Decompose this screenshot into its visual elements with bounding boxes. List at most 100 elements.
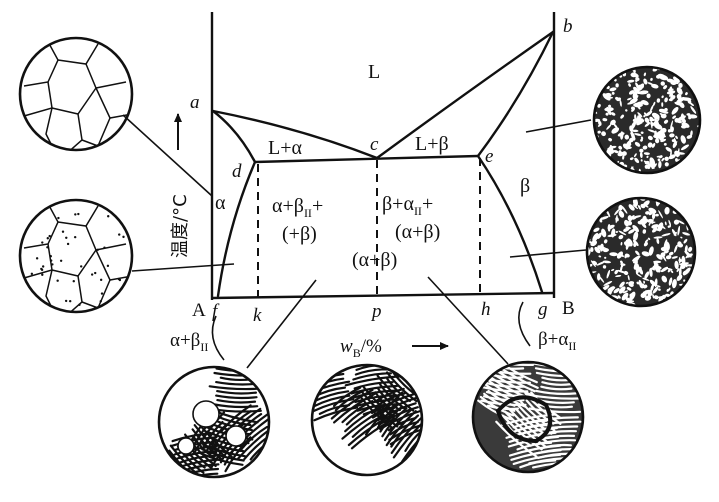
lamella (215, 394, 258, 400)
lamella (216, 390, 257, 395)
speckle-spot (603, 239, 608, 244)
region-hypereutectic-line2: (α+β) (395, 221, 440, 243)
speckle-spot (623, 164, 628, 168)
speckle-spot (657, 158, 661, 162)
speckle-spot (596, 261, 606, 266)
speckle-spot (590, 247, 594, 253)
bracket-right (518, 301, 531, 347)
speckle-spot (673, 76, 680, 83)
speckle-spot (620, 263, 623, 267)
precipitate-dot (118, 233, 121, 236)
speckle-spot (655, 213, 659, 217)
speckle-spot (647, 166, 651, 170)
speckle-spot (626, 238, 633, 247)
speckle-spot (647, 142, 653, 148)
speckle-spot (644, 295, 652, 301)
speckle-spot (667, 225, 671, 228)
speckle-spot (637, 112, 643, 118)
speckle-spot (647, 218, 654, 223)
speckle-spot (642, 229, 647, 234)
liquidus-c-b (375, 30, 555, 160)
speckle-spot (680, 135, 686, 144)
speckle-spot (660, 247, 667, 252)
precipitate-dot (68, 299, 72, 303)
speckle-spot (641, 100, 649, 106)
speckle-spot (675, 82, 679, 85)
leader-hypoeutectic (246, 279, 317, 369)
speckle-spot (642, 215, 647, 220)
speckle-spot (675, 263, 679, 267)
precipitate-dot (41, 265, 45, 268)
speckle-spot (642, 289, 652, 295)
speckle-spot (651, 224, 660, 229)
speckle-spot (659, 134, 663, 139)
speckle-spot (607, 224, 615, 230)
speckle-spot (664, 241, 670, 251)
precipitate-dot (96, 248, 99, 251)
speckle-spot (673, 231, 677, 236)
grain-boundary (57, 43, 99, 65)
speckle-spot (613, 288, 620, 294)
speckle-spot (628, 281, 635, 286)
speckle-spot (684, 245, 688, 253)
speckle-texture (594, 67, 700, 173)
speckle-spot (647, 135, 653, 141)
leader-beta-solid (509, 249, 587, 258)
structure-beta-alpha-main: β+α (538, 329, 568, 350)
lamella (376, 404, 399, 429)
region-eutectic: (α+β) (352, 249, 397, 271)
speckle-spot (664, 156, 669, 162)
solvus-e-g (476, 154, 544, 294)
speckle-spot (606, 269, 611, 279)
speckle-spot (617, 295, 621, 299)
speckle-spot (645, 110, 653, 117)
speckle-spot (620, 241, 623, 246)
speckle-spot (657, 288, 661, 291)
speckle-spot (653, 264, 661, 273)
leader-alpha (122, 114, 213, 197)
speckle-spot (633, 102, 643, 108)
speckle-spot (667, 88, 674, 91)
speckle-spot (618, 145, 623, 150)
precipitate-dot (64, 299, 68, 303)
speckle-spot (646, 155, 649, 159)
speckle-spot (681, 118, 686, 123)
speckle-spot (661, 233, 670, 237)
speckle-spot (683, 238, 688, 244)
speckle-spot (623, 294, 627, 298)
grain-boundaries (23, 200, 132, 312)
hypo-plus: + (312, 195, 323, 217)
lamella (495, 420, 538, 458)
point-p-label: p (370, 301, 382, 322)
speckle-spot (602, 118, 608, 122)
speckle-spot (640, 159, 643, 162)
precipitate-dot (90, 273, 94, 276)
speckle-spot (678, 258, 683, 262)
speckle-spot (660, 266, 669, 273)
lamella (344, 405, 381, 433)
speckle-spot (656, 238, 660, 244)
speckle-spot (663, 85, 668, 90)
speckle-spot (613, 123, 618, 129)
speckle-spot (598, 255, 602, 258)
grain-boundary (97, 117, 111, 147)
eutectic-micrograph (310, 363, 424, 477)
leader-beta-liquid (525, 119, 592, 133)
speckle-spot (653, 101, 656, 106)
speckle-spot (668, 98, 673, 102)
point-c-label: c (370, 134, 379, 155)
speckle-spot (660, 136, 664, 142)
speckle-spot (639, 148, 644, 153)
precipitate-dot (41, 241, 44, 244)
speckle-spot (632, 224, 639, 233)
speckle-spot (656, 254, 663, 260)
speckle-spot (611, 268, 615, 271)
speckle-spot (615, 96, 619, 100)
speckle-spot (608, 104, 612, 108)
speckle-spot (627, 275, 630, 281)
speckle-spot (687, 114, 698, 119)
speckle-spot (601, 131, 606, 137)
structure-beta-alpha-sub: II (568, 339, 576, 353)
lamella (362, 408, 394, 416)
speckle-spot (619, 281, 625, 288)
